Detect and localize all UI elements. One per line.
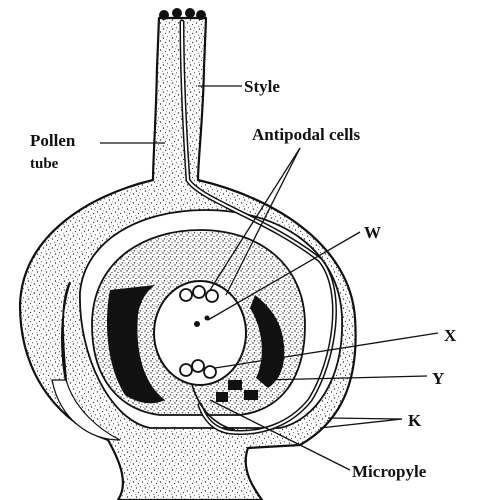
label-pollen: Pollen [30,131,76,150]
label-x: X [444,326,457,345]
label-style: Style [244,77,280,96]
label-micropyle: Micropyle [352,462,427,481]
label-k: K [408,411,422,430]
label-antipodal-cells: Antipodal cells [252,125,361,144]
integument-check-3 [216,392,228,402]
label-w: W [364,223,381,242]
label-tube: tube [30,156,59,172]
label-y: Y [432,369,444,388]
integument-check-2 [244,390,258,400]
integument-check-1 [228,380,242,390]
